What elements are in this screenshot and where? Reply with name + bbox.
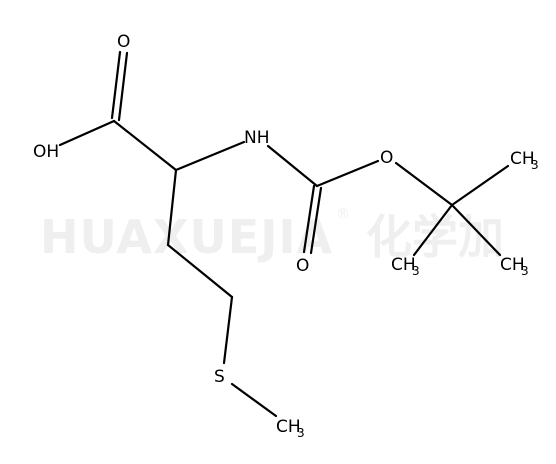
atom-sulfur: S — [214, 367, 225, 387]
atom-ester-o: O — [380, 148, 393, 168]
bond-carbamate-carbonyl-b — [309, 186, 323, 255]
svg-text:3: 3 — [412, 264, 420, 278]
watermark-cjk: 化学加 — [366, 210, 504, 264]
atom-acid-carbonyl-o: O — [117, 32, 130, 52]
svg-text:CH: CH — [391, 255, 416, 275]
atom-methyl-s: CH 3 — [276, 417, 305, 440]
atom-amine: NH — [244, 128, 270, 148]
bond-acid-carbonyl-b — [117, 51, 129, 122]
svg-text:CH: CH — [510, 149, 535, 169]
watermark-registered: ® — [336, 206, 350, 222]
bond-amine-carbamate — [266, 144, 319, 188]
bond-quaternary-methyl-right — [450, 164, 510, 207]
atom-methyl-tbu-right: CH 3 — [510, 149, 539, 172]
atom-labels: O OH NH O O S CH 3 CH 3 CH 3 CH 3 — [33, 32, 539, 440]
atom-methyl-tbu-bottom: CH 3 — [500, 255, 529, 278]
svg-text:CH: CH — [500, 255, 525, 275]
bond-acid-alpha — [112, 119, 178, 172]
bonds — [58, 50, 510, 418]
bond-ester-o-quaternary — [394, 161, 454, 207]
svg-text:3: 3 — [521, 264, 529, 278]
bond-ch2-ch2 — [166, 243, 234, 299]
svg-text:3: 3 — [297, 426, 305, 440]
bond-alpha-amine — [174, 140, 246, 172]
bond-acid-carbonyl-a — [110, 50, 122, 120]
bond-acid-hydroxyl — [58, 119, 116, 147]
atom-carbamate-carbonyl-o: O — [296, 256, 309, 276]
svg-text:CH: CH — [276, 417, 301, 437]
bond-quaternary-methyl-left — [412, 203, 454, 257]
bond-alpha-ch2 — [166, 168, 178, 247]
watermark: HUAXUEJIA ® 化学加 — [40, 206, 504, 264]
atom-hydroxyl: OH — [33, 142, 59, 162]
bond-sulfur-methyl — [230, 382, 278, 418]
bond-quaternary-methyl-bottom — [450, 203, 502, 257]
svg-text:3: 3 — [531, 158, 539, 172]
bond-carbamate-carbonyl-a — [302, 184, 316, 254]
bond-carbamate-ester-o — [315, 159, 380, 188]
bond-ch2-sulfur — [222, 295, 234, 365]
watermark-latin: HUAXUEJIA — [40, 210, 333, 264]
atom-methyl-tbu-left: CH 3 — [391, 255, 420, 278]
